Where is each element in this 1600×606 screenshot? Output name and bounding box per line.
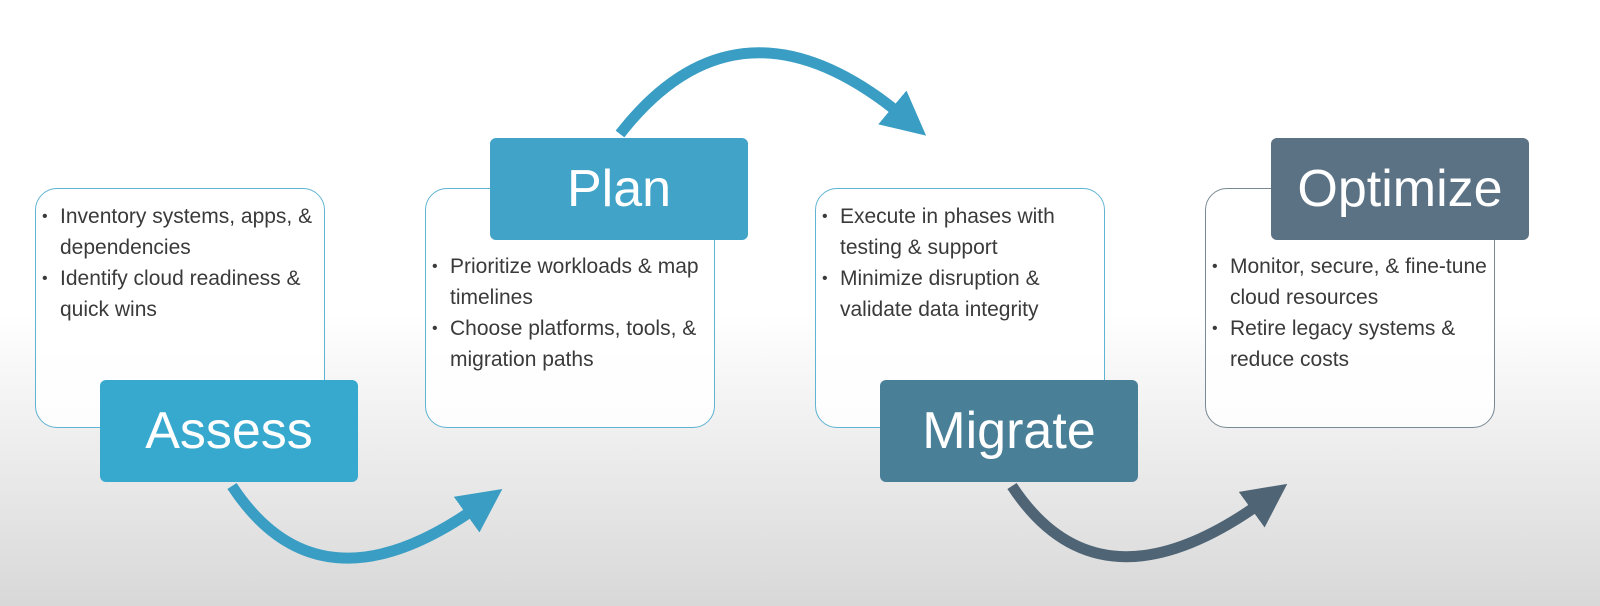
phase-label-migrate: Migrate <box>880 380 1138 482</box>
plan-bullet: Choose platforms, tools, & migration pat… <box>432 313 710 375</box>
migrate-bullet: Execute in phases with testing & support <box>822 201 1100 263</box>
arrow-migrate-to-optimize <box>1007 482 1288 563</box>
optimize-bullet: Monitor, secure, & fine-tune cloud resou… <box>1212 251 1490 313</box>
assess-details-box: Inventory systems, apps, & dependencies … <box>35 188 325 428</box>
assess-bullet: Identify cloud readiness & quick wins <box>42 263 324 325</box>
optimize-bullet: Retire legacy systems & reduce costs <box>1212 313 1490 375</box>
phase-label-plan: Plan <box>490 138 748 240</box>
arrow-assess-to-plan <box>227 482 503 564</box>
phase-label-assess: Assess <box>100 380 358 482</box>
migrate-bullet: Minimize disruption & validate data inte… <box>822 263 1100 325</box>
plan-bullet: Prioritize workloads & map timelines <box>432 251 710 313</box>
arrow-plan-to-migrate <box>615 47 927 138</box>
assess-bullet: Inventory systems, apps, & dependencies <box>42 201 324 263</box>
phase-label-optimize: Optimize <box>1271 138 1529 240</box>
